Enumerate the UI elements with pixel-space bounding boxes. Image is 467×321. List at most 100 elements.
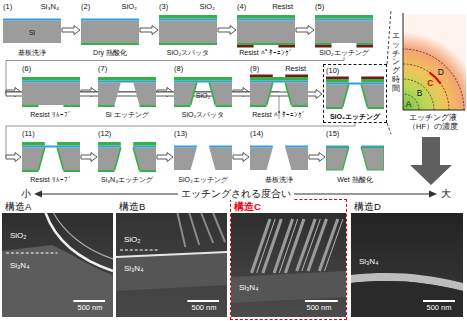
condition-letter: D (438, 67, 444, 77)
step-caption: SiO₂スパッタ (182, 110, 224, 119)
figure-shape (231, 271, 346, 303)
figure-shape (326, 83, 384, 85)
step-figure: Si (3, 12, 61, 48)
figure-shape (98, 81, 156, 83)
structure-label: 構造C (231, 200, 346, 213)
step-caption: SiO₂エッチング (319, 48, 368, 57)
step-caption: Si₃N₄エッチング (101, 175, 153, 184)
figure-shape (81, 43, 139, 45)
scale-bar-label: 500 nm (186, 303, 222, 312)
scale-end-label: 小 (21, 188, 31, 200)
hollow-arrow (309, 153, 325, 162)
figure-shape (98, 83, 156, 106)
cross-section (315, 12, 373, 48)
figure-shape (174, 148, 232, 171)
figure-shape (257, 219, 343, 273)
step-figure (159, 12, 217, 48)
step-number: (10) (326, 66, 339, 76)
step-number: (8) (174, 64, 183, 74)
process-step: (1)Si₃N₄Si基板洗浄 (3, 2, 61, 57)
step-number: (15) (326, 129, 339, 139)
process-step: (2)SiO₂Dry 熱酸化 (81, 2, 139, 57)
cross-section (237, 12, 295, 48)
cross-section-drawing (326, 76, 384, 112)
condition-letter: A (406, 99, 412, 109)
cross-section: Si (3, 12, 61, 48)
cross-section (98, 74, 156, 110)
figure-shape (250, 77, 308, 81)
step-number: (14) (250, 129, 263, 139)
figure-shape (6, 253, 58, 254)
step-number: (9) (250, 64, 259, 74)
process-step: (7)Si エッチング (98, 64, 156, 119)
zoom-guide (387, 10, 391, 134)
step-caption: Resist ﾊﾟﾀｰﾆﾝｸﾞ (252, 110, 305, 119)
figure-shape (315, 45, 373, 48)
chart-axes (403, 13, 465, 110)
hollow-arrow (157, 153, 173, 162)
figure-shape (187, 300, 219, 302)
step-arrow (218, 26, 236, 35)
figure-shape (326, 107, 384, 109)
layer-label: Resist (285, 64, 306, 74)
figure-shape (39, 148, 64, 171)
step-figure (81, 12, 139, 48)
process-step: (12)Si₃N₄エッチング (98, 129, 156, 184)
step-head: (2)SiO₂ (81, 2, 139, 12)
step-arrow (233, 153, 249, 162)
figure-shape (116, 213, 227, 317)
step-head: (5) (315, 2, 373, 12)
sem-panel: 構造ASiO₂Si₃N₄500 nm (2, 200, 113, 317)
figure-shape (2, 213, 113, 317)
step-number: (7) (98, 64, 107, 74)
process-step: (13)SiO₂エッチング (174, 129, 232, 184)
layer-label: Si (29, 29, 35, 37)
cross-section (22, 139, 80, 175)
layer-label: SiO₂ (122, 2, 137, 12)
figure-shape (98, 142, 156, 146)
cross-section-drawing (22, 74, 80, 110)
cross-section-drawing (98, 139, 156, 175)
axis-title: エッチングされる度合い (178, 188, 294, 200)
layer-label: Si₃N₄ (41, 2, 59, 12)
figure-shape (116, 252, 227, 257)
figure-shape (351, 213, 463, 317)
figure-shape (3, 21, 61, 44)
layer-label: SiO₂ (200, 2, 215, 12)
step-number: (4) (237, 2, 246, 12)
step-number: (3) (159, 2, 168, 12)
hollow-arrow (81, 153, 97, 162)
cross-section (81, 12, 139, 48)
sem-panel: 構造BSiO₂Si₃N₄500 nm (116, 200, 227, 317)
cross-section (250, 74, 308, 110)
figure-shape (98, 77, 156, 81)
cross-section-drawing (326, 139, 384, 175)
cross-section (326, 139, 384, 175)
structure-label: 構造A (2, 200, 113, 213)
cross-section-drawing (22, 139, 80, 175)
step-head: (4)Resist (237, 2, 295, 12)
figure-shape (231, 213, 346, 317)
step-caption: 基板洗浄 (265, 175, 293, 184)
step-head: (15) (326, 129, 384, 139)
cross-section (98, 139, 156, 175)
sem-image-drawing (231, 213, 346, 317)
figure-shape (22, 170, 80, 172)
figure-shape (22, 83, 80, 106)
cross-section-drawing (315, 12, 373, 48)
figure-shape (174, 83, 232, 106)
step-figure: SiO₂ (174, 74, 232, 110)
sem-image: SiO₂Si₃N₄500 nm (116, 213, 227, 317)
sem-image: Si₃N₄500 nm (351, 213, 463, 317)
figure-shape (305, 300, 338, 302)
figure-shape (250, 75, 308, 78)
hollow-arrow (296, 26, 314, 35)
cross-section: SiO₂ (174, 74, 232, 110)
condition-letter: B (417, 88, 423, 98)
figure-shape (174, 81, 232, 83)
figure-shape (250, 148, 308, 171)
figure-shape (22, 105, 80, 107)
condition-arc (403, 49, 464, 110)
step-figure (22, 74, 80, 110)
